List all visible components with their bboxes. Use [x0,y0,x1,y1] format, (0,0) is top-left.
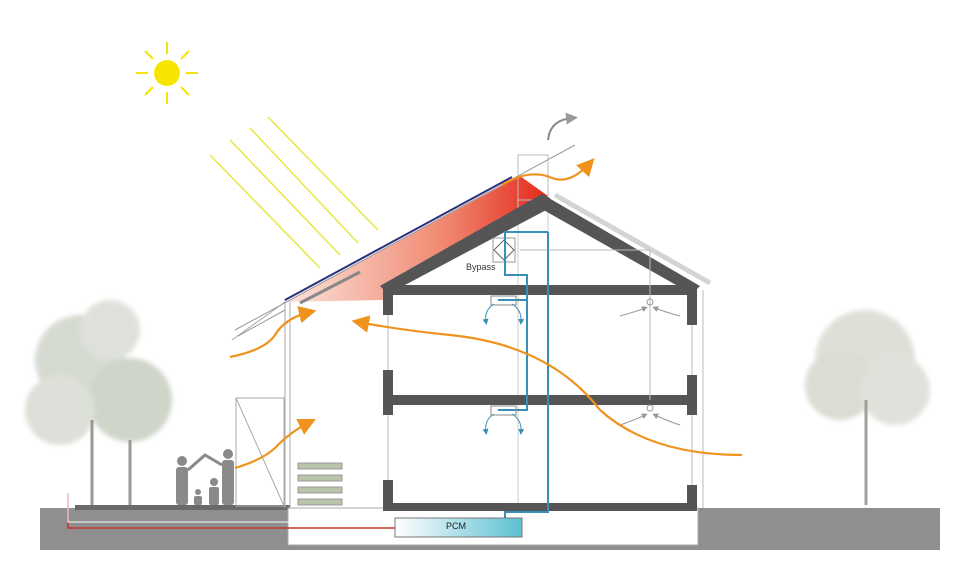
sun-rays [209,116,379,269]
ventilation-duct [498,231,549,520]
bypass-label: Bypass [466,262,496,272]
tree-left-trunk [90,420,132,505]
tree-left [25,300,172,445]
tree-right [805,310,930,425]
house-structure [380,194,700,511]
extract-vents [619,298,681,426]
solar-panel [284,176,513,301]
sunspace [231,300,291,508]
pcm-label: PCM [446,521,466,531]
supply-diffusers [482,295,525,435]
terrace [75,505,290,510]
family-silhouettes [176,449,234,505]
sun-icon [136,42,198,104]
exhaust-arrow [547,112,578,141]
planter-shelves [297,462,343,506]
heated-roof-cavity [285,176,548,302]
airflow-arrows [229,158,743,470]
pcm-storage [394,517,523,538]
